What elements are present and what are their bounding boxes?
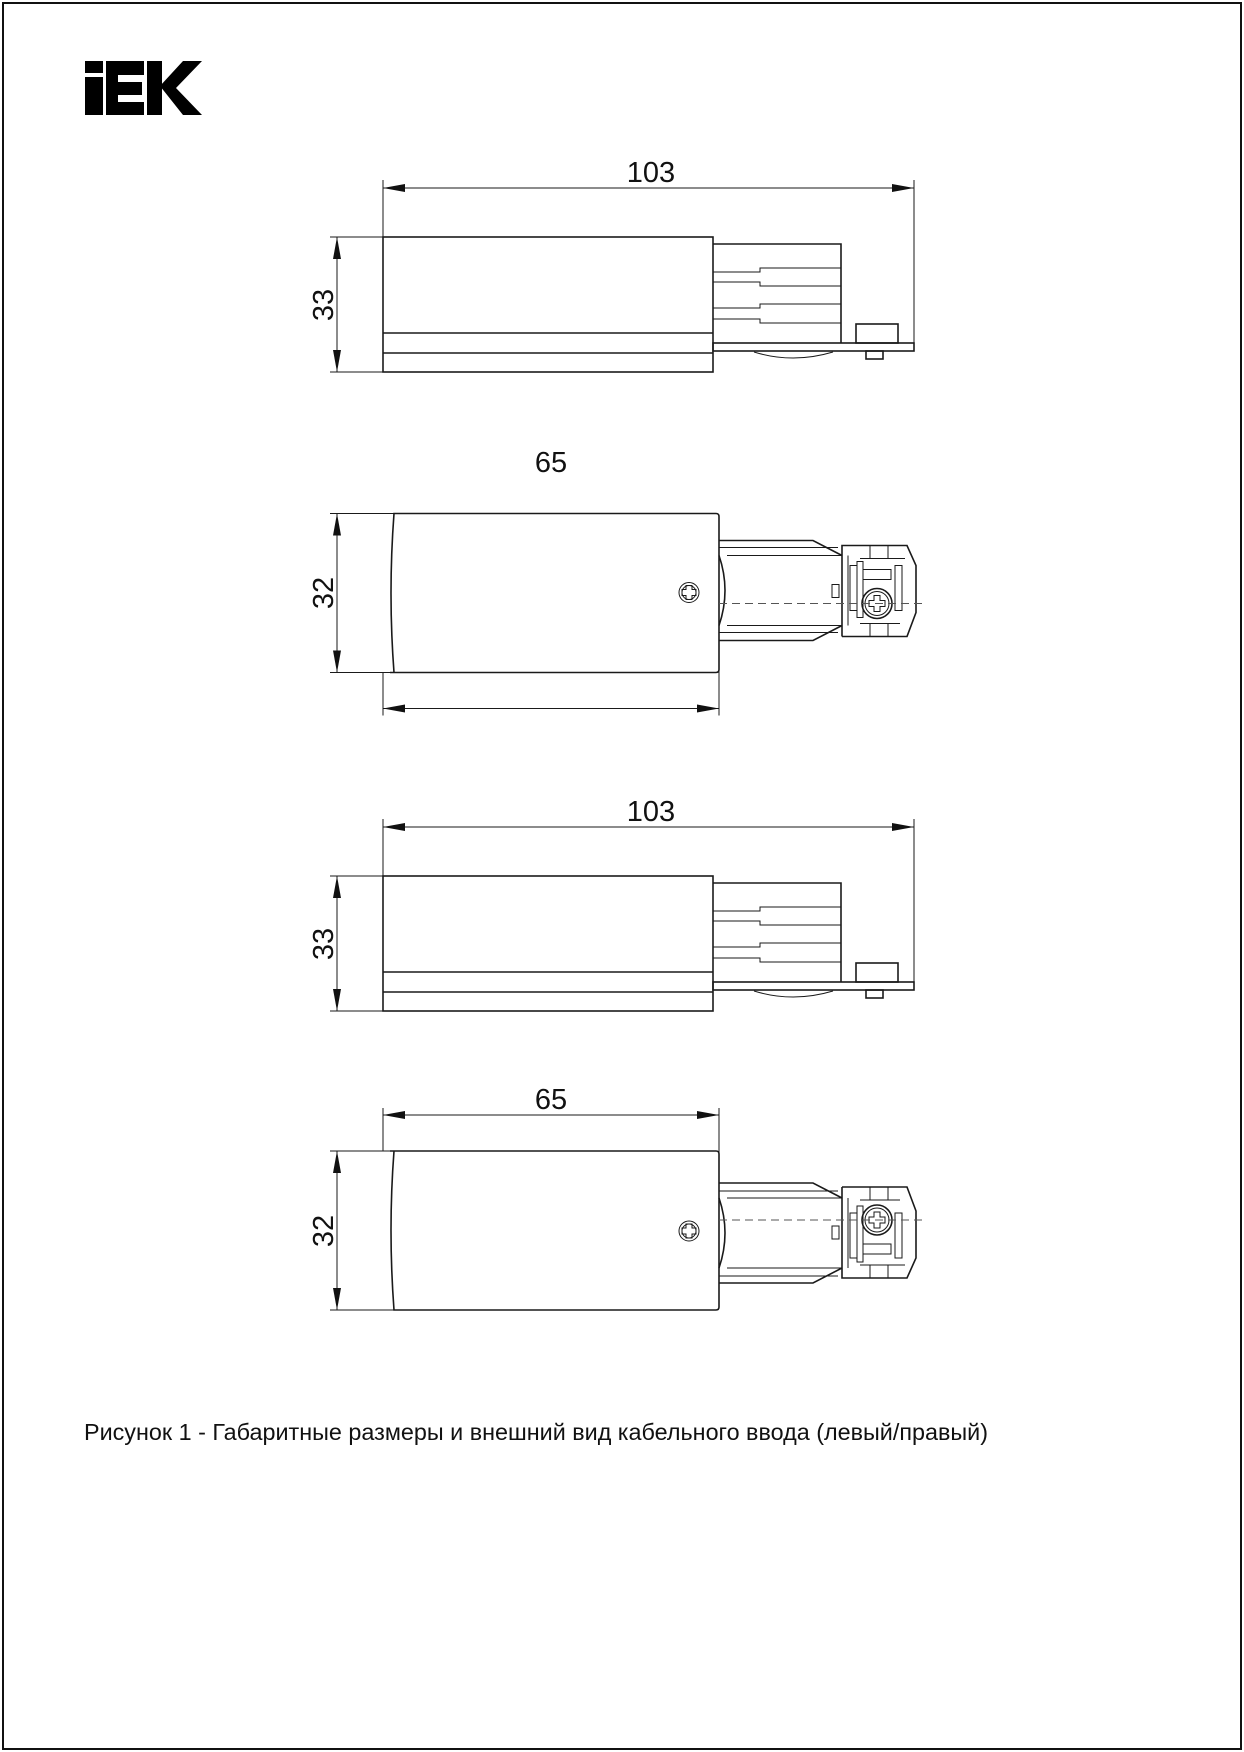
length-dimension: 103: [627, 157, 675, 189]
length-dimension: 103: [627, 796, 675, 828]
length-dimension: 65: [535, 447, 567, 479]
height-dimension: 33: [308, 289, 340, 321]
top-view-left: 65 32: [308, 447, 925, 717]
height-dimension: 32: [308, 577, 340, 609]
figure-caption: Рисунок 1 - Габаритные размеры и внешний…: [84, 1419, 988, 1445]
length-dimension: 65: [535, 1084, 567, 1116]
height-dimension: 32: [308, 1215, 340, 1247]
side-view-left: 103 33: [308, 157, 915, 373]
height-dimension: 33: [308, 928, 340, 960]
iek-logo: [85, 61, 202, 115]
side-view-right: 103 33: [308, 796, 915, 1012]
top-view-right: 65 32: [308, 1084, 925, 1311]
